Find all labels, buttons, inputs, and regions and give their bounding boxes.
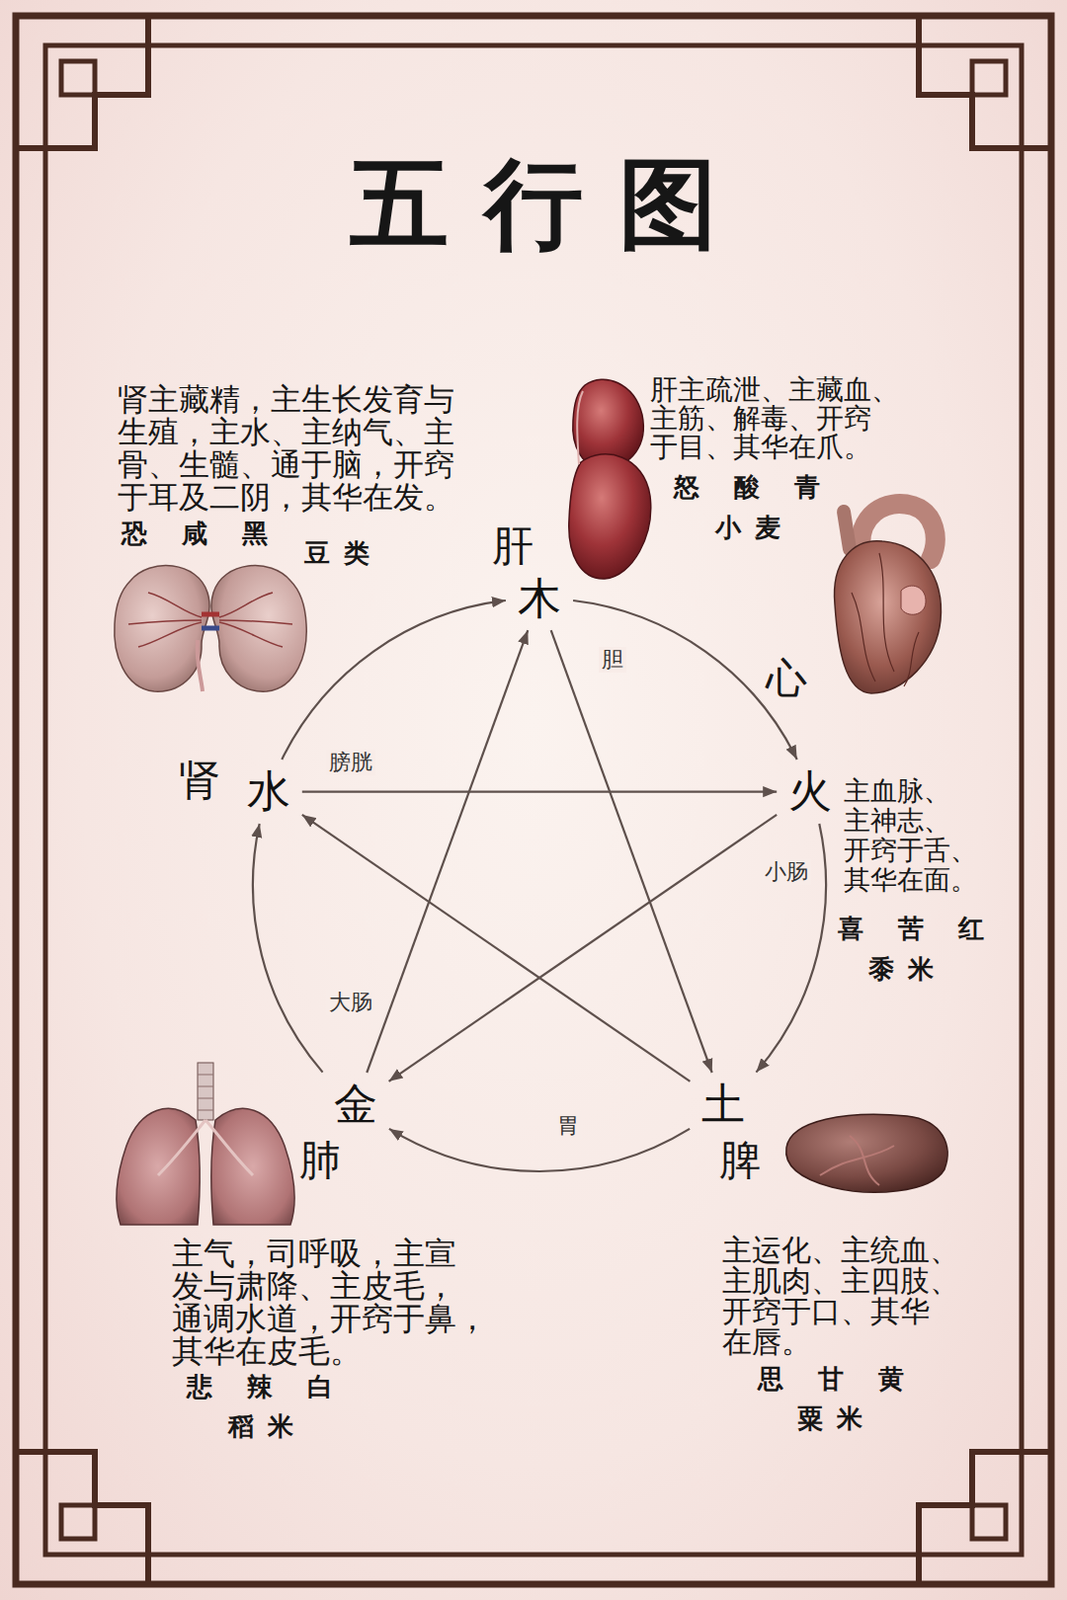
frame-corner [918,15,1052,149]
spleen-illustration [786,1114,948,1193]
frame-corner [972,61,1006,95]
emotion-taste-color: 悲 辣 白 [186,1372,333,1403]
heart-illustration [834,503,942,694]
frame-corner [61,1505,95,1540]
kidney-left [128,592,202,648]
frame-corner [15,1452,149,1585]
grain-label: 小麦 [701,512,795,544]
edge-label: 胃 [554,1113,582,1140]
liver-illustration [569,454,652,579]
frame-corner [918,1452,1052,1585]
emotion-taste-color: 怒 酸 青 [673,472,821,503]
edge-label: 大肠 [326,989,376,1016]
frame-corner [918,1452,1052,1585]
heart-illustration [901,585,926,615]
organ-name: 心 [765,654,808,704]
heart-illustration [843,511,850,550]
edge-label: 膀胱 [326,749,376,776]
frame-corner [15,15,149,149]
organ-name: 肝 [492,521,534,572]
kidney-left [197,640,203,692]
lung-illustration [116,1108,200,1226]
heart-illustration [851,553,919,687]
generating-arc [281,600,506,760]
frame [45,45,1022,1556]
grain-label: 稻米 [214,1411,308,1443]
lung-illustration [197,1074,214,1111]
element-name: 木 [517,574,562,623]
lung-illustration [197,1063,214,1121]
heart-illustration [834,541,942,694]
organ-description: 主气，司呼吸，主宣 发与肃降、主皮毛， 通调水道，开窍于鼻， 其华在皮毛。 [171,1237,493,1369]
grain-label: 豆类 [290,538,384,570]
frame-corner [15,1452,149,1585]
generating-arc [389,1129,690,1172]
organ-description: 肾主藏精，主生长发育与 生殖，主水、主纳气、主 骨、生髓、通于脑，开窍 于耳及二… [117,383,460,514]
organ-description: 肝主疏泄、主藏血、 主筋、解毒、开窍 于目、其华在爪。 [650,375,903,462]
liver-illustration [576,391,583,465]
organ-name: 脾 [719,1136,761,1186]
spleen-illustration [786,1114,948,1193]
controlling-line [302,815,691,1082]
frame-corner [972,1505,1006,1540]
kidney-right [211,566,307,693]
liver-illustration [569,379,652,579]
organ-description: 主运化、主统血、 主肌肉、主四肢、 开窍于口、其华 在唇。 [722,1234,965,1358]
element-node: 火 [782,765,838,818]
element-node: 木 [511,573,568,625]
frame [15,15,1052,1585]
element-node: 金 [328,1078,384,1131]
frame [15,15,1052,1585]
element-name: 金 [333,1080,378,1129]
emotion-taste-color: 恐 咸 黑 [121,518,268,550]
emotion-taste-color: 喜 苦 红 [837,913,985,945]
kidney-illustration [114,566,307,693]
kidney-illustration [201,626,220,632]
element-name: 土 [701,1080,745,1129]
frame-corner [918,15,1052,149]
kidney-illustration [201,612,220,618]
kidney-right [219,592,293,648]
generating-arc [573,600,798,760]
poster-title: 五行图 [314,145,753,264]
frame-corner [15,15,149,149]
emotion-taste-color: 思 甘 黄 [757,1364,904,1396]
grain-label: 黍米 [854,954,948,985]
lung-illustration [116,1063,295,1226]
element-node: 土 [695,1078,751,1131]
edge-label: 小肠 [761,859,812,886]
generating-arc [252,823,324,1073]
controlling-line [302,790,777,793]
grain-label: 粟米 [783,1403,877,1435]
element-name: 水 [246,767,291,816]
controlling-line [551,630,713,1073]
kidney-right [211,566,307,693]
lung-illustration [158,1120,253,1176]
lung-right [211,1108,295,1226]
organ-name: 肾 [178,755,221,806]
organ-name: 肺 [299,1136,341,1186]
frame-corner [61,61,95,95]
element-node: 水 [241,765,297,818]
kidney-left [114,566,210,693]
kidney-left [114,566,210,693]
organ-description: 主血脉、 主神志、 开窍于舌、 其华在面。 [843,776,982,896]
lung-right [211,1108,295,1226]
generating-arc [755,823,826,1073]
controlling-line [366,630,528,1073]
spleen-illustration [820,1136,895,1186]
element-name: 火 [788,767,832,816]
edge-label: 胆 [598,647,627,673]
